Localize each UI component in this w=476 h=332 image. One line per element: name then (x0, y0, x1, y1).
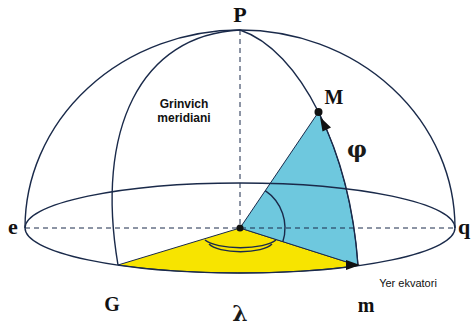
arrowhead (320, 117, 331, 132)
angle-label: λ (232, 301, 247, 326)
point-label: m (358, 294, 375, 317)
point-dot (315, 108, 323, 116)
angle-label: φ (347, 137, 367, 162)
hemisphere-outline (25, 30, 455, 228)
equator-label: Yer ekvatori (379, 277, 437, 290)
point-label: M (325, 86, 344, 109)
pole-label: P (233, 2, 246, 27)
point-label: G (104, 293, 120, 316)
latitude-angle-arc (265, 191, 285, 242)
polar-axis (240, 30, 241, 228)
greenwich-meridian (112, 30, 240, 265)
equator-point-label: e (8, 214, 18, 239)
arrowhead (346, 260, 360, 270)
meridian-label: Grinvich meridiani (144, 98, 224, 126)
point-meridian (240, 30, 358, 266)
longitude-angle-arc (205, 240, 276, 248)
equator-point-label: q (458, 214, 470, 239)
longitude-angle-arc (209, 244, 272, 252)
center-dot (237, 225, 244, 232)
latitude-sector (240, 112, 358, 266)
